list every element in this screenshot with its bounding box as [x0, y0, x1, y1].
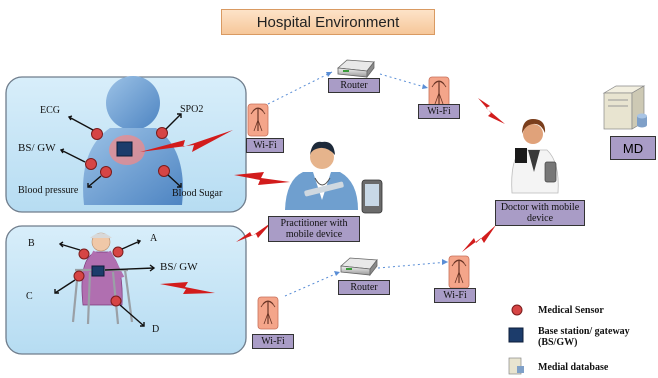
lightning-icon	[478, 98, 505, 124]
legend-gateway-label: Base station/ gateway (BS/GW)	[538, 326, 630, 348]
bs-gw-label: BS/ GW	[18, 142, 56, 154]
wifi-icon	[448, 255, 470, 289]
wifi-label: Wi-Fi	[418, 104, 460, 119]
spo2-label: SPO2	[180, 104, 204, 115]
blood-pressure-label: Blood pressure	[18, 185, 79, 196]
sensor-b-label: B	[28, 238, 35, 249]
bs-sensor-icon	[85, 158, 97, 170]
sensor-d-label: D	[152, 324, 160, 335]
wifi-label: Wi-Fi	[252, 334, 294, 349]
sensor-b-icon	[78, 248, 90, 260]
ecg-sensor-icon	[91, 128, 103, 140]
blood-pressure-sensor-icon	[100, 166, 112, 178]
lightning-icon	[160, 282, 215, 294]
doctor-label: Doctor with mobile device	[495, 200, 585, 226]
blood-sugar-sensor-icon	[158, 165, 170, 177]
sensor-a-label: A	[150, 233, 158, 244]
legend-database-label: Medial database	[538, 362, 609, 373]
lightning-icon	[236, 222, 272, 242]
practitioner-label: Practitioner with mobile device	[268, 216, 360, 242]
legend-sensor-label: Medical Sensor	[538, 305, 604, 316]
router-icon	[337, 59, 375, 78]
network-links	[267, 71, 449, 297]
patient2-sensors	[73, 246, 124, 307]
patient1-gateway-icon	[116, 141, 133, 157]
tablet-icon	[361, 179, 383, 214]
practitioner-figure	[285, 141, 358, 210]
lightning-icon	[462, 225, 496, 252]
patient1-sensors	[85, 127, 170, 178]
lightning-icon	[140, 130, 233, 152]
sensor-a-icon	[112, 246, 124, 258]
doctor-figure	[511, 119, 559, 194]
sensor-c-label: C	[26, 291, 33, 302]
wireless-lightning	[140, 98, 505, 294]
ecg-label: ECG	[40, 105, 60, 116]
database-server-icon	[602, 85, 647, 130]
wifi-icon	[247, 103, 269, 137]
md-label: MD	[610, 136, 656, 160]
legend-sensor-icon	[511, 304, 523, 316]
spo2-sensor-icon	[156, 127, 168, 139]
router-label: Router	[338, 280, 390, 295]
patient2-panel	[5, 225, 247, 355]
patient2-arrows	[54, 239, 156, 327]
page-title: Hospital Environment	[221, 9, 435, 35]
sensor-d-icon	[110, 295, 122, 307]
wifi-label: Wi-Fi	[434, 288, 476, 303]
legend-gateway-icon	[508, 327, 524, 343]
bs-gw-label: BS/ GW	[160, 261, 198, 273]
wifi-icon	[257, 296, 279, 330]
patient2-gateway-icon	[91, 265, 105, 277]
link-arrowheads	[326, 72, 448, 276]
router-icon	[340, 257, 378, 276]
sensor-c-icon	[73, 270, 85, 282]
lightning-icon	[234, 172, 290, 185]
patient1-arrows	[59, 113, 182, 188]
wifi-label: Wi-Fi	[246, 138, 284, 153]
legend-database-icon	[508, 357, 524, 375]
router-label: Router	[328, 78, 380, 93]
blood-sugar-label: Blood Sugar	[172, 188, 223, 199]
